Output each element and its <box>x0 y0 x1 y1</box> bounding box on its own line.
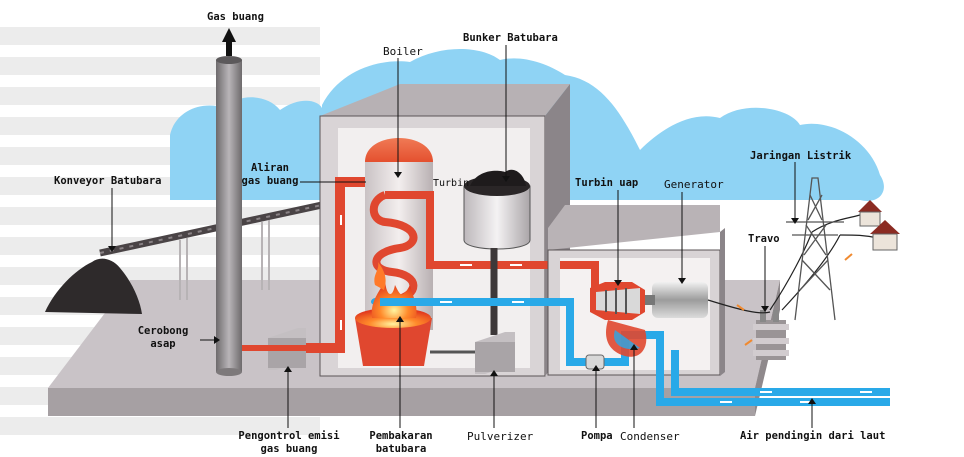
label-cerobong-line2: asap <box>150 338 176 350</box>
label-pulverizer: Pulverizer <box>467 430 534 443</box>
label-konveyor: Konveyor Batubara <box>54 175 162 187</box>
coal-pile <box>45 258 142 314</box>
label-bunker: Bunker Batubara <box>463 32 558 44</box>
label-aliran-line2: gas buang <box>241 175 299 187</box>
label-condenser: Condenser <box>620 430 680 443</box>
leader-lines <box>111 45 813 428</box>
steam-turbine <box>460 261 647 357</box>
label-jaringan: Jaringan Listrik <box>750 150 852 162</box>
label-pembakaran-line1: Pembakaran <box>369 430 433 442</box>
label-cerobong-line1: Cerobong <box>137 325 189 337</box>
label-turbin-uap: Turbin uap <box>575 177 639 189</box>
label-pompa: Pompa <box>581 430 613 442</box>
label-gas-buang: Gas buang <box>207 11 264 23</box>
label-pengontrol-line2: gas buang <box>260 443 318 455</box>
power-lines <box>707 214 879 314</box>
houses <box>858 200 900 251</box>
label-cerobong: Cerobong asap <box>132 325 194 351</box>
arrow-heads <box>108 172 816 404</box>
label-turbin-small: Turbin <box>433 178 470 189</box>
label-generator: Generator <box>664 178 724 191</box>
pulverizer <box>430 332 515 374</box>
label-aliran-line1: Aliran <box>251 162 289 174</box>
label-pembakaran: Pembakaran batubara <box>365 430 437 456</box>
label-pengontrol-line1: Pengontrol emisi <box>238 430 340 442</box>
label-boiler: Boiler <box>383 45 423 58</box>
chimney <box>216 28 242 376</box>
transformer <box>753 310 789 360</box>
label-travo: Travo <box>748 233 780 245</box>
label-pengontrol: Pengontrol emisi gas buang <box>234 430 344 456</box>
sparks <box>736 253 853 346</box>
generator <box>645 282 708 318</box>
label-aliran: Aliran gas buang <box>240 162 300 188</box>
transmission-tower <box>786 177 844 321</box>
label-pembakaran-line2: batubara <box>375 443 427 455</box>
coal-bunker <box>463 169 531 335</box>
label-air-pendingin: Air pendingin dari laut <box>740 430 886 442</box>
